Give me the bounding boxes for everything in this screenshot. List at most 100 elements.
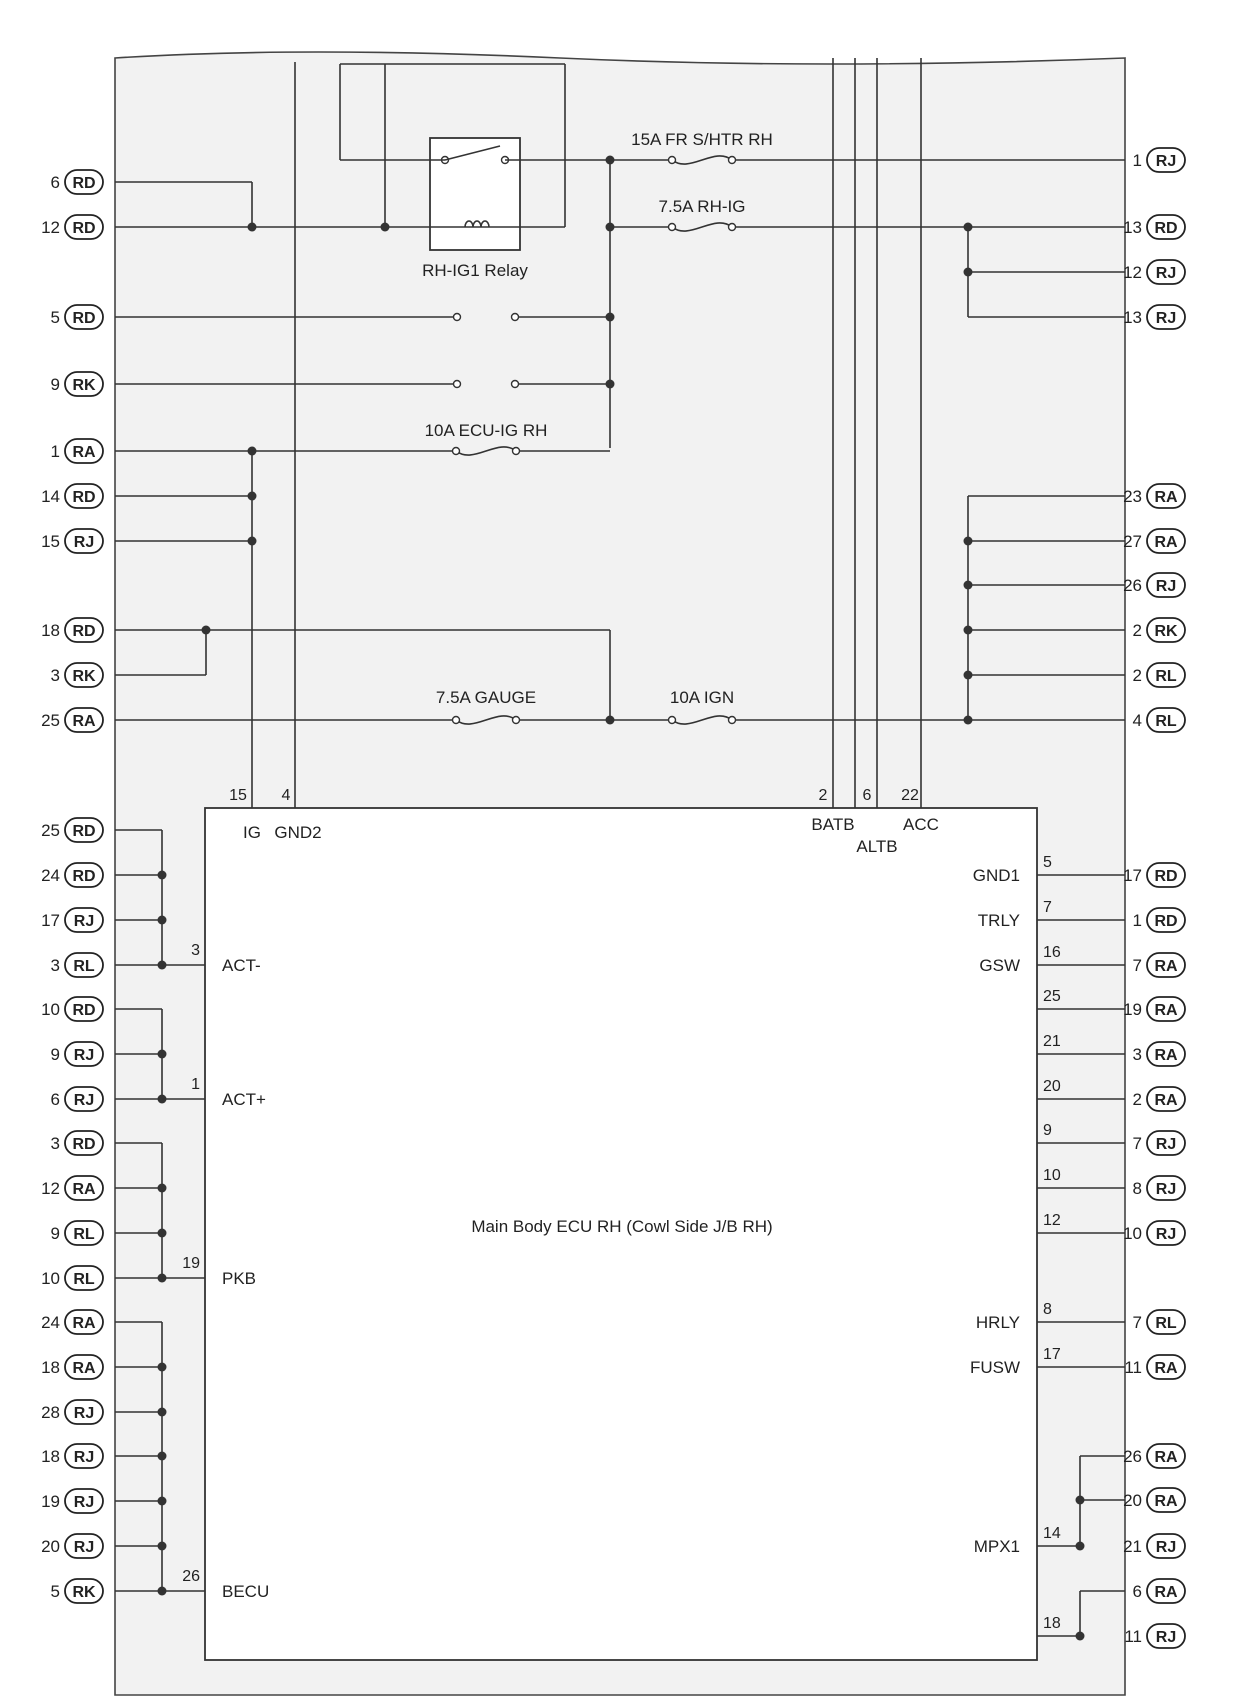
ecu-right-pin-number: 10 — [1043, 1167, 1061, 1184]
pin-name-ig: IG — [243, 823, 261, 842]
connector-code: RD — [1154, 220, 1177, 237]
connector-number: 28 — [41, 1403, 60, 1422]
vertical-wires — [251, 58, 922, 808]
connector-code: RJ — [74, 1047, 94, 1064]
connector-code: RD — [72, 489, 95, 506]
connector-code: RD — [72, 823, 95, 840]
connector-number: 3 — [51, 956, 60, 975]
right-connector-8-rj: RJ8 — [1133, 1175, 1186, 1201]
ecu-right-pin-number: 12 — [1043, 1212, 1061, 1229]
connector-code: RL — [1155, 1315, 1177, 1332]
connector-code: RJ — [1156, 310, 1176, 327]
connector-number: 12 — [41, 218, 60, 237]
connector-code: RJ — [74, 1449, 94, 1466]
ecu-right-pin-name: HRLY — [976, 1313, 1020, 1332]
right-connector-21-rj: RJ 21 — [1123, 1533, 1186, 1559]
connector-code: RJ — [1156, 578, 1176, 595]
pin-num-acc: 22 — [901, 787, 919, 804]
pin-num-batb: 2 — [819, 787, 828, 804]
connector-number: 10 — [1123, 1224, 1142, 1243]
right-connector-4-rl: RL4 — [1133, 707, 1186, 733]
connector-code: RD — [72, 1002, 95, 1019]
connector-code: RA — [72, 444, 96, 461]
left-connector-10-rl: RL 10 — [41, 1265, 104, 1291]
ecu-right-pin-name: TRLY — [978, 911, 1020, 930]
ecu-right-pin-number: 21 — [1043, 1033, 1061, 1050]
ecu-left-pin-number: 19 — [182, 1255, 200, 1272]
right-connector-13-rd: RD 13 — [1123, 214, 1186, 240]
connector-number: 21 — [1123, 1537, 1142, 1556]
connector-code: RA — [72, 1360, 96, 1377]
junction-dots-top — [201, 155, 973, 725]
connector-code: RJ — [74, 1092, 94, 1109]
left-connector-1-ra: RA1 — [51, 438, 104, 464]
connector-code: RA — [1154, 489, 1178, 506]
connector-code: RD — [72, 1136, 95, 1153]
ecu-right-pin-number: 18 — [1043, 1615, 1061, 1632]
pin-num-altb: 6 — [863, 787, 872, 804]
left-connector-3-rl: RL3 — [51, 952, 104, 978]
ecu-right-pin-name: GND1 — [973, 866, 1020, 885]
right-connector-2-ra: RA2 — [1133, 1086, 1186, 1112]
ecu-right-pin-number: 9 — [1043, 1122, 1052, 1139]
connector-number: 10 — [41, 1269, 60, 1288]
right-connector-23-ra: RA 23 — [1123, 483, 1186, 509]
connector-code: RD — [72, 868, 95, 885]
ecu-right-pin-number: 17 — [1043, 1346, 1061, 1363]
connector-code: RD — [72, 220, 95, 237]
right-connector-13-rj: RJ 13 — [1123, 304, 1186, 330]
left-connector-24-ra: RA 24 — [41, 1309, 104, 1335]
right-connector-2-rk: RK2 — [1133, 617, 1186, 643]
ecu-right-pin-number: 16 — [1043, 944, 1061, 961]
right-connectors: RJ1RD13RJ12RJ13RA23RA27RJ26RK2RL2RL4RD17… — [1123, 147, 1186, 1649]
ecu-right-pin-name: MPX1 — [974, 1537, 1020, 1556]
left-connectors: RD6RD12RD5RK9RA1RD14RJ15RD18RK3RA25RD25R… — [41, 169, 205, 1604]
left-connector-24-rd: RD 24 — [41, 862, 104, 888]
connector-code: RJ — [74, 534, 94, 551]
connector-code: RA — [72, 1181, 96, 1198]
connector-code: RK — [72, 1584, 96, 1601]
right-connector-7-ra: RA7 — [1133, 952, 1186, 978]
ecu-left-pin-number: 26 — [182, 1568, 200, 1585]
connector-number: 13 — [1123, 218, 1142, 237]
connector-number: 7 — [1133, 1134, 1142, 1153]
connector-number: 9 — [51, 1045, 60, 1064]
connector-number: 5 — [51, 308, 60, 327]
left-connector-5-rk: RK5 — [51, 1578, 104, 1604]
left-connector-12-rd: RD 12 — [41, 214, 104, 240]
connector-code: RA — [72, 1315, 96, 1332]
connector-code: RD — [72, 175, 95, 192]
connector-number: 20 — [1123, 1491, 1142, 1510]
left-connector-6-rj: RJ6 — [51, 1086, 104, 1112]
connector-number: 9 — [51, 375, 60, 394]
connector-number: 12 — [41, 1179, 60, 1198]
connector-code: RJ — [1156, 1539, 1176, 1556]
fuse-label: 7.5A GAUGE — [436, 688, 536, 707]
connector-number: 17 — [41, 911, 60, 930]
left-connector-3-rk: RK3 — [51, 662, 104, 688]
connector-number: 10 — [41, 1000, 60, 1019]
connector-code: RL — [73, 1271, 95, 1288]
right-connector-7-rl: RL7 — [1133, 1309, 1186, 1335]
fuse-label: 10A ECU-IG RH — [425, 421, 548, 440]
connector-number: 24 — [41, 866, 60, 885]
connector-code: RA — [1154, 1092, 1178, 1109]
connector-number: 19 — [41, 1492, 60, 1511]
connector-code: RJ — [1156, 1181, 1176, 1198]
connector-number: 23 — [1123, 487, 1142, 506]
connector-number: 24 — [41, 1313, 60, 1332]
connector-code: RJ — [1156, 1136, 1176, 1153]
connector-number: 13 — [1123, 308, 1142, 327]
connector-code: RA — [1154, 1449, 1178, 1466]
ecu-left-pin-number: 1 — [191, 1076, 200, 1093]
